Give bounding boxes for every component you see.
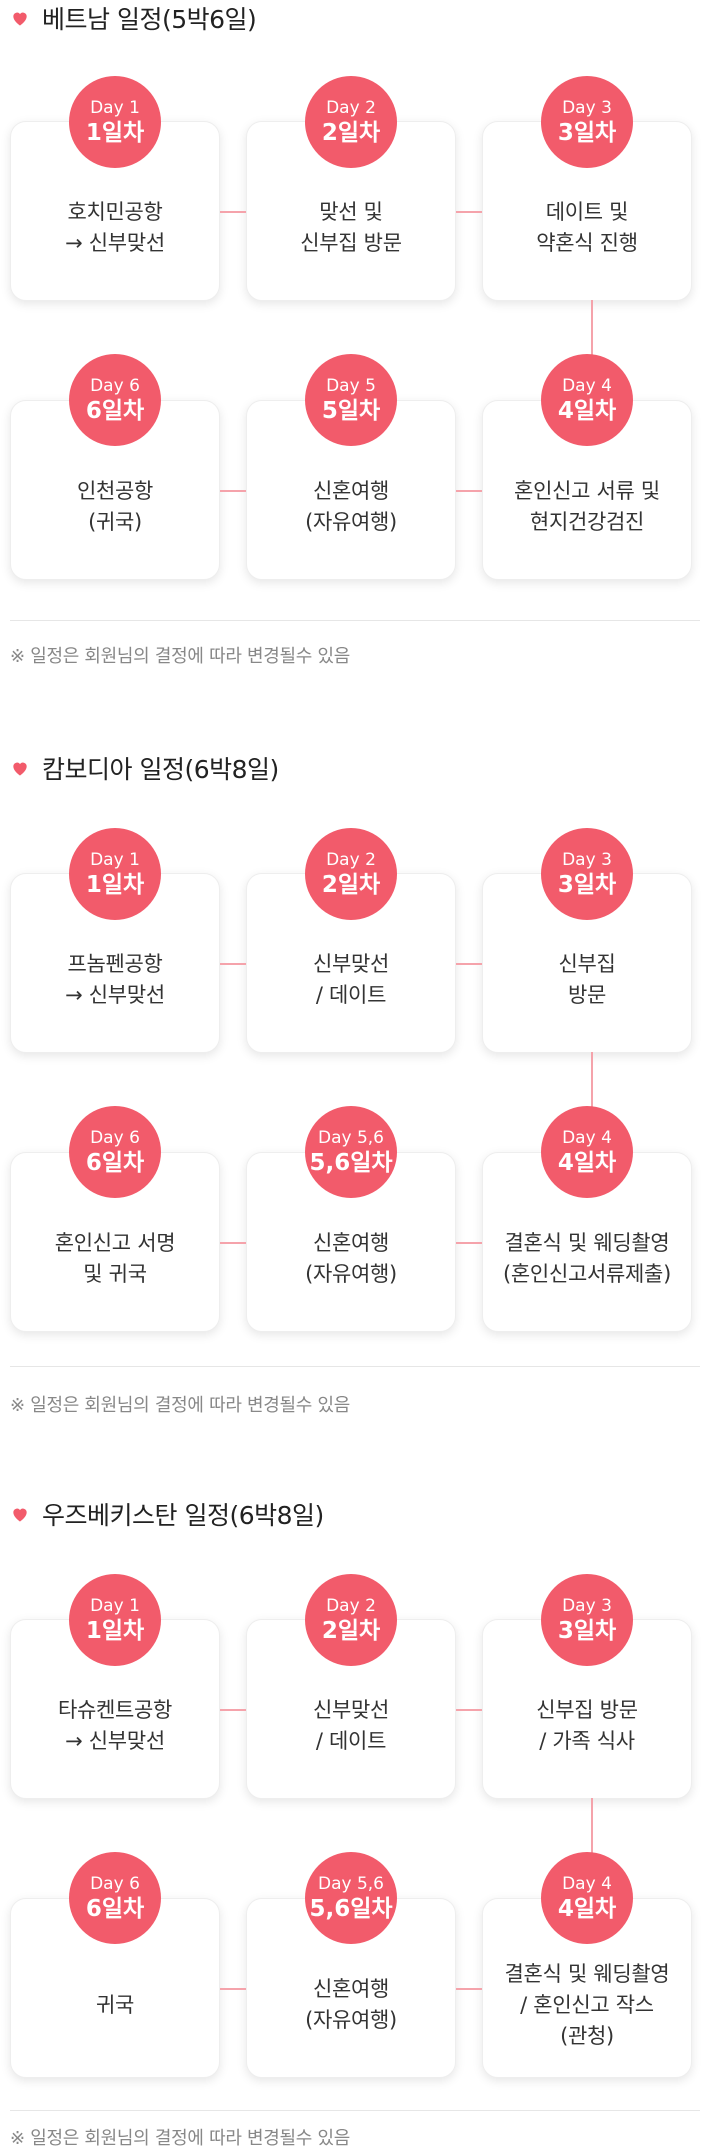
schedule-note: ※ 일정은 회원님의 결정에 따라 변경될수 있음 (10, 2128, 350, 2149)
section-title: 베트남 일정(5박6일) (42, 5, 257, 34)
itinerary-section-vietnam: 베트남 일정(5박6일) 호치민공항 → 신부맞선 맞선 및 신부집 방문 데이… (0, 0, 710, 680)
connector-line (220, 1988, 246, 1990)
heart-icon (13, 1508, 27, 1522)
itinerary-section-cambodia: 캄보디아 일정(6박8일) 프놈펜공항 → 신부맞선 신부맞선 / 데이트 신부… (0, 750, 710, 1430)
connector-line (220, 1709, 246, 1711)
connector-line (456, 490, 482, 492)
heart-icon (13, 12, 27, 26)
section-heading: 우즈베키스탄 일정(6박8일) (10, 1496, 324, 1532)
connector-line (220, 211, 246, 213)
connector-line (456, 1709, 482, 1711)
itinerary-section-uzbekistan: 우즈베키스탄 일정(6박8일) 타슈켄트공항 → 신부맞선 신부맞선 / 데이트… (0, 1496, 710, 2152)
connector-line (456, 1242, 482, 1244)
heart-icon (13, 762, 27, 776)
connector-line (591, 1798, 593, 1878)
connector-line (591, 1052, 593, 1132)
divider (10, 620, 700, 621)
connector-line (456, 211, 482, 213)
connector-line (591, 300, 593, 380)
divider (10, 1366, 700, 1367)
schedule-note: ※ 일정은 회원님의 결정에 따라 변경될수 있음 (10, 1395, 350, 1416)
connector-line (220, 963, 246, 965)
schedule-note: ※ 일정은 회원님의 결정에 따라 변경될수 있음 (10, 646, 350, 667)
section-heading: 베트남 일정(5박6일) (10, 0, 257, 36)
itinerary-card-day5: 신혼여행 (자유여행) (246, 1898, 456, 2078)
connector-line (220, 490, 246, 492)
section-title: 캄보디아 일정(6박8일) (42, 755, 279, 784)
itinerary-card-day1: 호치민공항 → 신부맞선 (10, 121, 220, 301)
divider (10, 2110, 700, 2111)
section-title: 우즈베키스탄 일정(6박8일) (42, 1501, 324, 1530)
connector-line (456, 963, 482, 965)
section-heading: 캄보디아 일정(6박8일) (10, 750, 279, 786)
connector-line (220, 1242, 246, 1244)
connector-line (456, 1988, 482, 1990)
